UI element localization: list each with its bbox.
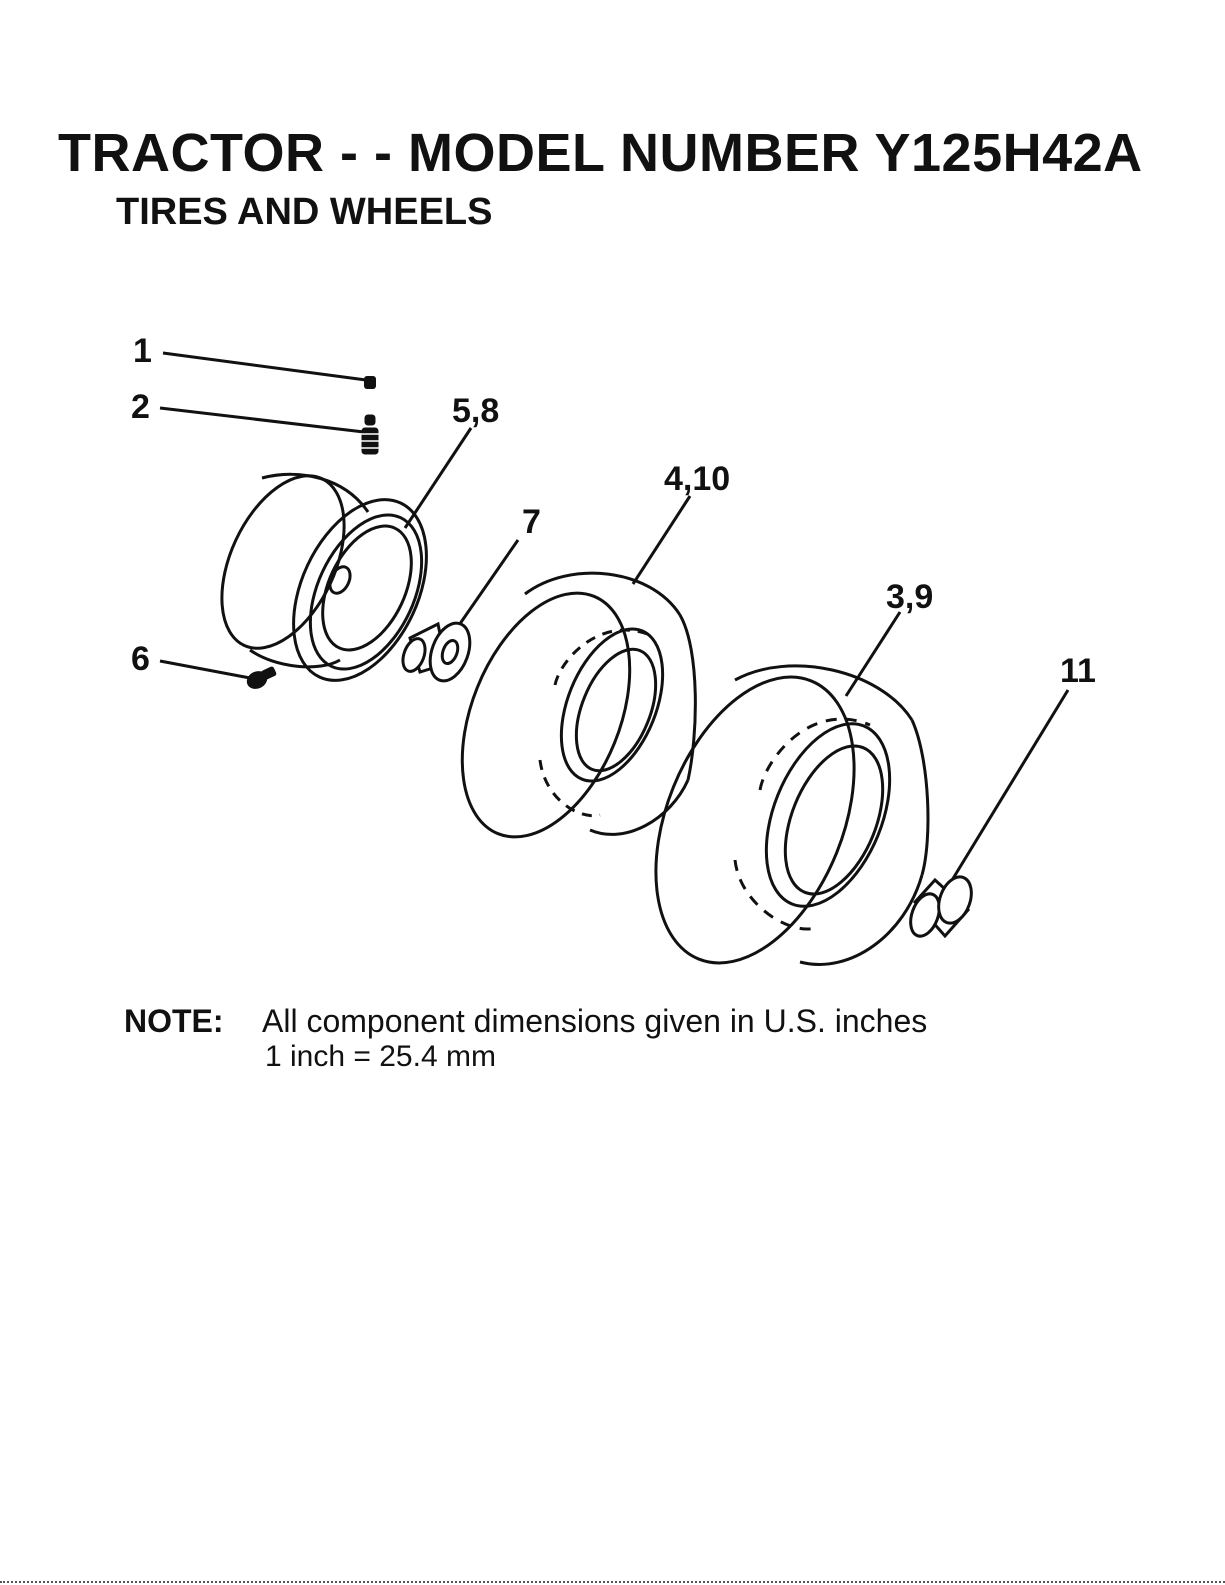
bolt-part <box>245 666 277 691</box>
exploded-parts-diagram: 1 2 5,8 4,10 7 3,9 6 11 <box>0 0 1225 1000</box>
callout-label-4-10: 4,10 <box>664 460 730 498</box>
callout-label-5-8: 5,8 <box>452 392 499 430</box>
leader-line-7 <box>457 540 518 628</box>
bearing-part <box>399 618 477 687</box>
leader-line-3-9 <box>846 612 900 696</box>
hub-cap-part <box>905 872 977 940</box>
callout-label-7: 7 <box>522 503 541 541</box>
callout-label-6: 6 <box>131 640 150 678</box>
leader-lines <box>160 353 1068 890</box>
leader-line-11 <box>946 690 1068 890</box>
note-label: NOTE: <box>124 1003 262 1040</box>
rear-tire-part <box>617 648 928 992</box>
leader-line-6 <box>160 661 250 678</box>
leader-line-4-10 <box>633 496 690 584</box>
leader-line-2 <box>160 408 364 432</box>
note-line-1: NOTE:All component dimensions given in U… <box>124 1003 927 1040</box>
note-line-2: 1 inch = 25.4 mm <box>265 1040 496 1074</box>
callout-label-2: 2 <box>131 388 150 426</box>
callout-label-11: 11 <box>1060 652 1096 690</box>
note-text: All component dimensions given in U.S. i… <box>262 1003 927 1039</box>
valve-stem-part <box>361 415 379 454</box>
callout-label-3-9: 3,9 <box>886 578 933 616</box>
valve-cap-part <box>364 376 376 389</box>
bottom-rule <box>0 1581 1225 1583</box>
leader-line-1 <box>163 353 366 380</box>
callout-label-1: 1 <box>133 332 152 370</box>
